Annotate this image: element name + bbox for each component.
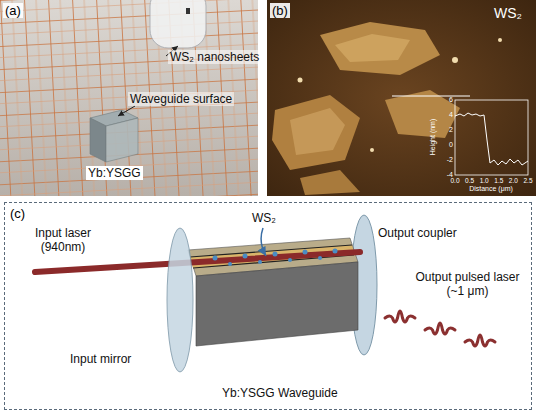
axis-tick: -2 [437, 156, 453, 164]
ws2-flakes [213, 249, 338, 267]
laser-beam [35, 252, 360, 272]
beam-label: Output pulsed laser (~1 μm) [410, 270, 525, 298]
panel-letter: (b) [270, 3, 290, 18]
grid-paper [0, 0, 258, 196]
ws2-dot [318, 256, 322, 260]
inset-frame [455, 100, 528, 175]
axis-tick: 2.5 [518, 177, 536, 185]
afm-image [267, 0, 536, 196]
flake [385, 90, 460, 138]
figure-panel: (b) [267, 0, 536, 196]
flake [290, 108, 345, 155]
photo-background [0, 0, 258, 196]
ws2-dot [213, 256, 218, 261]
particle [298, 78, 303, 83]
panel-letter: (c) [8, 206, 27, 221]
ws2-dot [288, 258, 292, 262]
scan-line [392, 96, 470, 97]
flake [335, 34, 410, 62]
height-profile [455, 113, 528, 165]
ws2-dot [273, 252, 278, 257]
axis-title: Height (nm) [429, 107, 437, 167]
particle [370, 148, 374, 152]
material-label: WS₂ [252, 211, 276, 225]
ws2-dot [228, 262, 232, 266]
part-label: Input mirror [70, 352, 131, 366]
particle [452, 57, 458, 63]
crystal-side [90, 118, 106, 162]
axis-tick: 1.5 [489, 177, 509, 185]
axis-tick: 2 [437, 126, 453, 134]
flake [272, 95, 360, 170]
ws2-dot [258, 260, 262, 264]
axis-tick: 0.5 [460, 177, 480, 185]
vial [150, 0, 206, 48]
axis-tick: 6 [437, 96, 453, 104]
flake [320, 22, 440, 75]
axis-tick: 4 [437, 111, 453, 119]
photo-label: Yb:YSGG [86, 166, 143, 180]
axis-tick: 0 [437, 141, 453, 149]
output-pulse [465, 335, 495, 346]
material-label: WS₂ [494, 6, 522, 20]
axis-tick: 2.0 [503, 177, 523, 185]
flake [300, 170, 360, 195]
ws2-pointer [261, 228, 266, 256]
panel-letter: (a) [3, 3, 23, 18]
output-pulse [385, 311, 415, 322]
ws2-dot [333, 249, 338, 254]
afm-background [267, 0, 536, 196]
photo-a [0, 0, 258, 196]
axis-tick: 1.0 [474, 177, 494, 185]
particle [498, 38, 502, 42]
axis-title: Distance (μm) [456, 185, 526, 193]
photo-label: Waveguide surface [128, 92, 234, 106]
part-label: Output coupler [378, 226, 457, 240]
axis-tick: 0.0 [445, 177, 465, 185]
part-label: Yb:YSGG Waveguide [222, 386, 338, 400]
leader-line [118, 106, 135, 116]
waveguide-front [196, 262, 358, 346]
output-pulse [425, 323, 455, 334]
ws2-dot [243, 254, 248, 259]
laser-schematic [35, 215, 495, 372]
input-mirror-disc [167, 228, 193, 372]
photo-label: WS₂ nanosheets [168, 50, 261, 64]
beam-label: Input laser (940nm) [28, 226, 98, 254]
crystal-front [106, 118, 138, 162]
vial-mark [186, 8, 190, 14]
ws2-dot [303, 250, 308, 255]
